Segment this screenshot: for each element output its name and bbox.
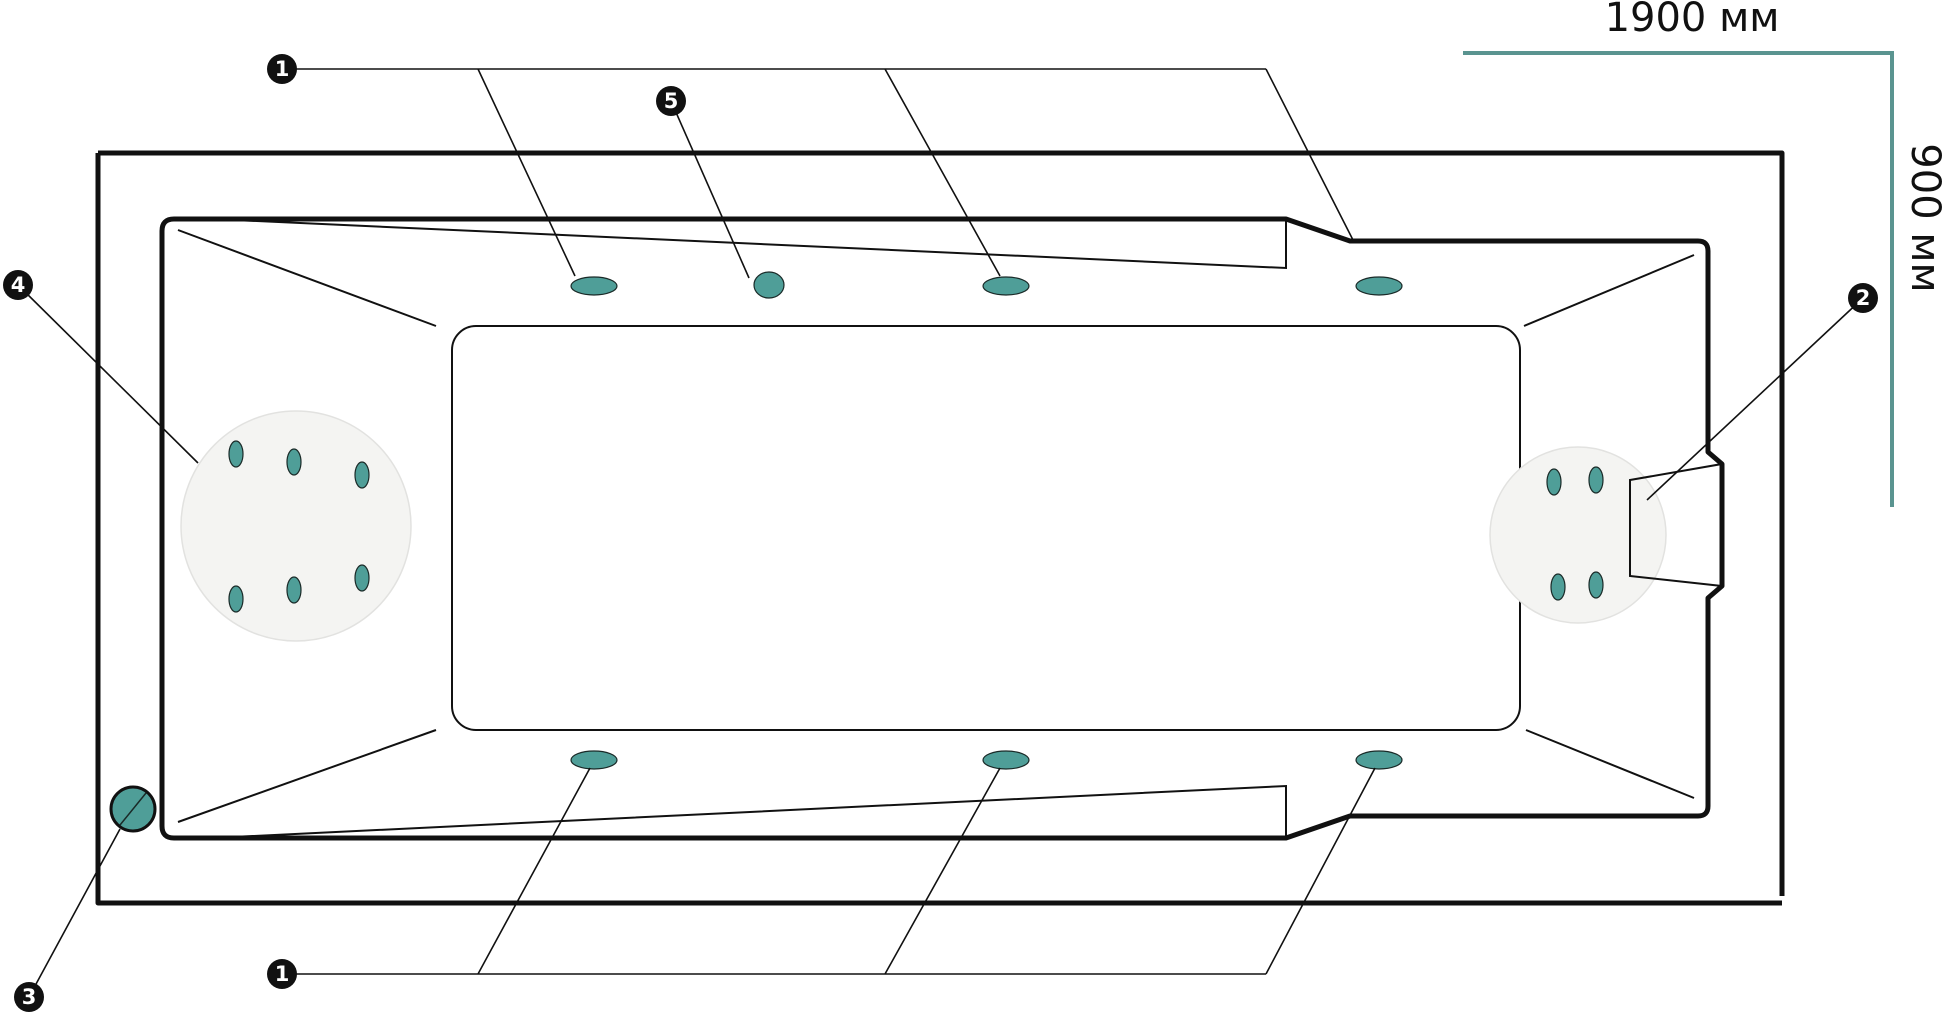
- callout-number: 1: [275, 962, 290, 986]
- massage-zones: [180, 410, 1667, 642]
- back-jet: [228, 440, 244, 468]
- callout-jets-bottom: 1: [267, 959, 297, 989]
- back-jet: [286, 448, 302, 476]
- length-dimension-line: [1463, 51, 1894, 507]
- armrest-top: [211, 217, 1351, 270]
- leader-headrest: [1646, 297, 1864, 501]
- back-jet: [354, 564, 370, 592]
- corner-line-top-left: [177, 229, 437, 327]
- head-jet: [1588, 571, 1604, 599]
- back-jet: [228, 585, 244, 613]
- leader-lines: [17, 68, 1864, 998]
- inner-rim: [159, 216, 1725, 841]
- air-jet: [753, 271, 785, 299]
- leader-jets-bottom: [282, 767, 1376, 975]
- head-jet: [1588, 466, 1604, 494]
- back-massage-zone: [180, 410, 412, 642]
- callout-bullet-icon: [267, 959, 297, 989]
- dimension-lines: 1900 мм 900 мм: [1463, 0, 1945, 507]
- back-jet: [354, 461, 370, 489]
- hydro-jets-bottom: [570, 750, 1403, 770]
- callout-bullet-icon: [14, 982, 44, 1012]
- callout-bullet-icon: [267, 54, 297, 84]
- length-dimension-label: 1900 мм: [1605, 0, 1780, 41]
- headrest-massage-jets: [1546, 466, 1604, 601]
- callout-number: 2: [1856, 286, 1871, 310]
- head-jet: [1550, 573, 1566, 601]
- jet-top-3: [1355, 276, 1403, 296]
- width-dimension-label: 900 мм: [1902, 143, 1945, 292]
- callout-number: 5: [664, 89, 679, 113]
- overflow-drain: [109, 785, 157, 833]
- leader-back-massage: [17, 284, 199, 464]
- back-jet: [286, 576, 302, 604]
- leader-jets-top: [282, 68, 1354, 277]
- callout-bullet-icon: [1848, 283, 1878, 313]
- corner-line-top-right: [1523, 254, 1695, 327]
- callout-number: 3: [22, 985, 37, 1009]
- callout-drain: 3: [14, 982, 44, 1012]
- jet-top-1: [570, 276, 618, 296]
- headrest: [1629, 462, 1723, 588]
- bathtub-interior: [177, 217, 1695, 840]
- bathtub-rim: [95, 150, 1785, 906]
- callout-markers: 1 5 4 2 3 1: [3, 54, 1878, 1012]
- callout-back-massage: 4: [3, 270, 33, 300]
- callout-bullet-icon: [3, 270, 33, 300]
- back-massage-jets: [228, 440, 370, 613]
- callout-number: 4: [11, 273, 26, 297]
- drain-slot: [119, 792, 147, 826]
- jet-bottom-3: [1355, 750, 1403, 770]
- outer-rim: [95, 150, 1785, 906]
- tub-floor: [451, 325, 1521, 731]
- callout-bullet-icon: [656, 86, 686, 116]
- leader-drain: [28, 828, 121, 998]
- leader-air-jet: [670, 100, 750, 279]
- corner-line-bottom-right: [1525, 729, 1695, 799]
- callout-jets-top: 1: [267, 54, 297, 84]
- jet-bottom-2: [982, 750, 1030, 770]
- jet-top-2: [982, 276, 1030, 296]
- jet-bottom-1: [570, 750, 618, 770]
- headrest-massage-zone: [1489, 446, 1667, 624]
- callout-headrest: 2: [1848, 283, 1878, 313]
- callout-air-jet: 5: [656, 86, 686, 116]
- corner-line-bottom-left: [177, 729, 437, 823]
- armrest-bottom: [211, 784, 1351, 840]
- head-jet: [1546, 468, 1562, 496]
- callout-number: 1: [275, 57, 290, 81]
- hydro-jets-top: [570, 271, 1403, 299]
